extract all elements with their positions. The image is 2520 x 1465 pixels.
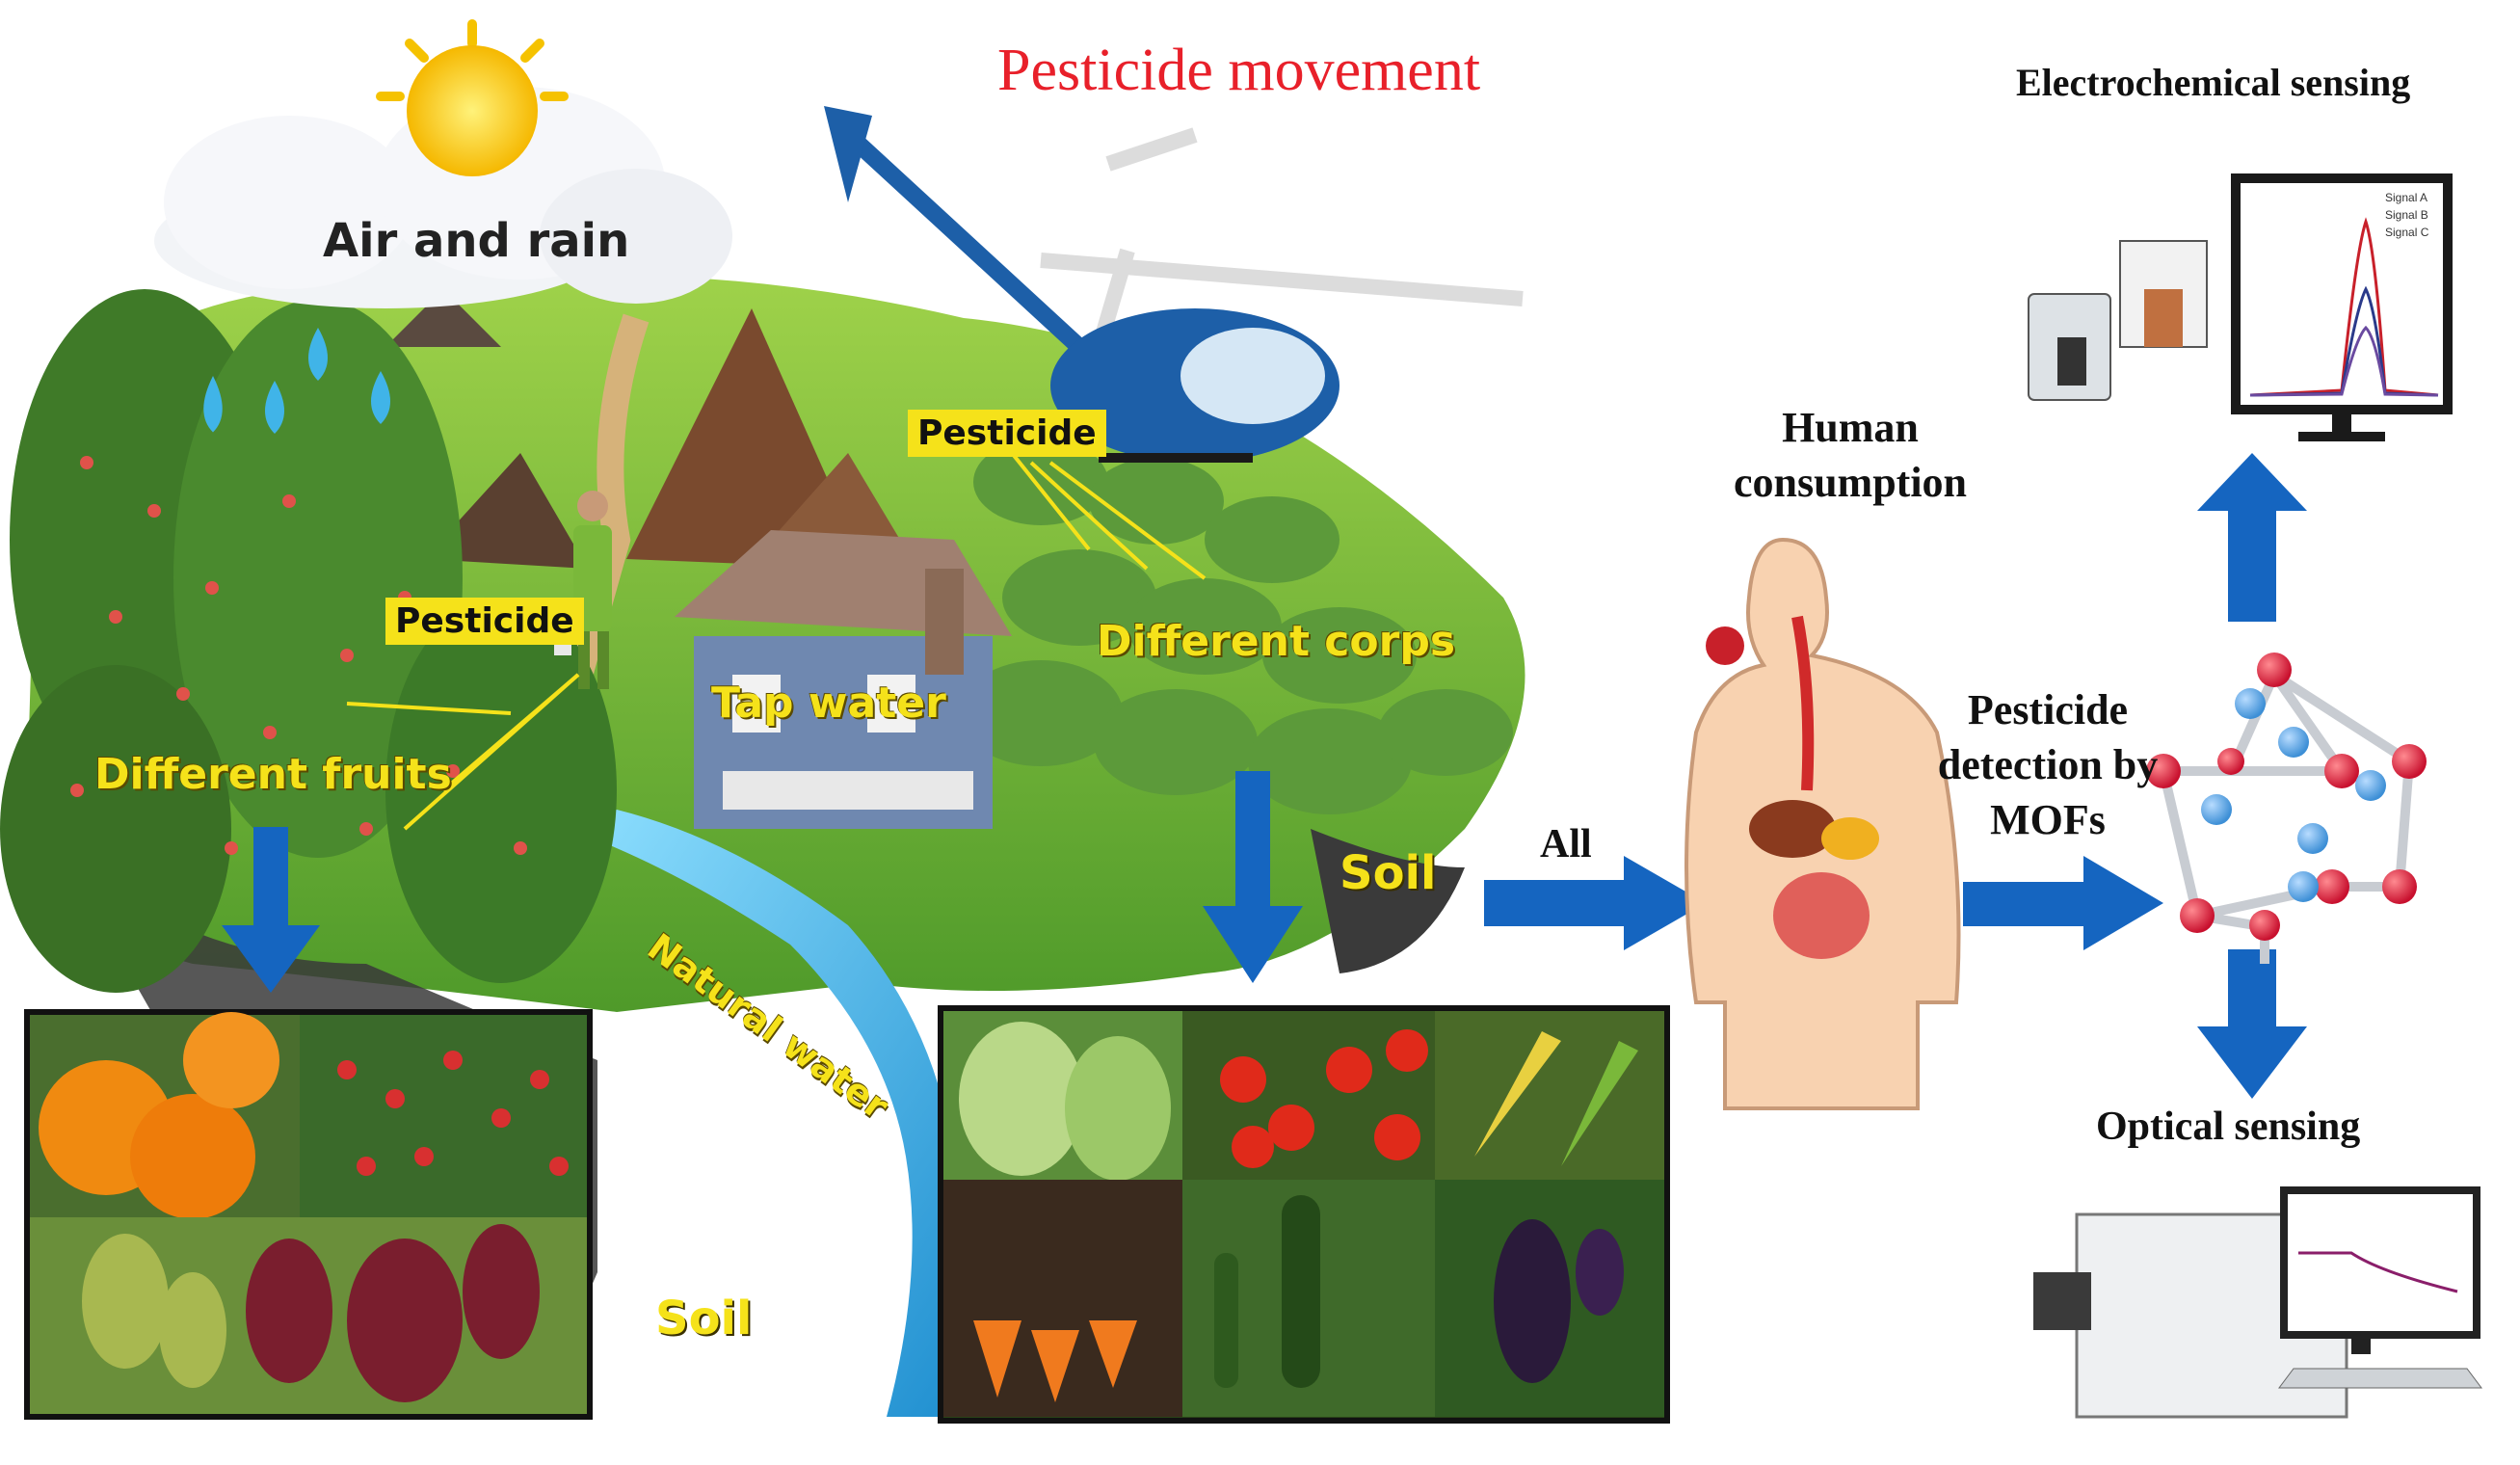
pesticide-farmer-label: Pesticide bbox=[376, 598, 594, 645]
optical-setup bbox=[2033, 1186, 2482, 1419]
soil-bottom-label: Soil bbox=[655, 1292, 753, 1345]
diagram-title: Pesticide movement bbox=[997, 38, 1481, 103]
legend-signal-c: Signal C bbox=[2385, 226, 2429, 239]
pesticide-helicopter-label: Pesticide bbox=[908, 410, 1106, 457]
pesticide-farmer-text: Pesticide bbox=[385, 598, 584, 645]
human-consumption-label: Human consumption bbox=[1696, 400, 2004, 510]
electrochemical-sensing-label: Electrochemical sensing bbox=[2016, 61, 2411, 104]
all-label: All bbox=[1540, 822, 1592, 866]
different-corps-label: Different corps bbox=[1097, 617, 1456, 666]
human-body-figure bbox=[1684, 537, 1961, 1110]
arrow-to-mof bbox=[1963, 856, 2163, 950]
natural-water-river bbox=[569, 810, 964, 1417]
different-fruits-label: Different fruits bbox=[94, 750, 452, 799]
spray-arrows bbox=[346, 451, 1207, 831]
pesticide-detection-line1: Pesticide bbox=[1967, 686, 2129, 733]
legend-signal-b: Signal B bbox=[2385, 208, 2428, 222]
arrow-crops-down bbox=[1203, 771, 1303, 983]
fruits-photo-panel bbox=[24, 1009, 593, 1420]
tap-water-label: Tap water bbox=[711, 679, 946, 728]
optical-sensing-label: Optical sensing bbox=[2096, 1105, 2361, 1149]
legend-signal-a: Signal A bbox=[2385, 191, 2428, 204]
arrow-fruits-down bbox=[222, 827, 320, 993]
soil-center-label: Soil bbox=[1340, 846, 1437, 900]
sun-icon bbox=[376, 19, 569, 176]
arrow-to-electrochemical bbox=[2197, 453, 2307, 622]
arrow-all-right bbox=[1484, 856, 1706, 950]
vegetables-photo-panel bbox=[938, 1005, 1670, 1424]
helicopter-icon bbox=[824, 106, 1524, 463]
pesticide-detection-line2: detection by bbox=[1937, 741, 2159, 789]
monitor-legend: Signal A Signal B Signal C bbox=[2385, 189, 2428, 241]
air-and-rain-label: Air and rain bbox=[323, 214, 630, 268]
human-consumption-line2: consumption bbox=[1733, 459, 1968, 507]
electrochemical-setup bbox=[2028, 173, 2453, 441]
pesticide-detection-line3: MOFs bbox=[1990, 796, 2106, 844]
mountains bbox=[385, 289, 906, 569]
mof-crystal-structure bbox=[2146, 653, 2427, 964]
human-consumption-line1: Human bbox=[1782, 404, 1919, 451]
pesticide-detection-label: Pesticide detection by MOFs bbox=[1913, 682, 2183, 848]
raindrop-icons bbox=[203, 328, 390, 434]
rain-cloud bbox=[154, 87, 732, 308]
arrow-to-optical bbox=[2197, 949, 2307, 1099]
house bbox=[675, 530, 1012, 829]
flow-arrows bbox=[222, 453, 2307, 1099]
